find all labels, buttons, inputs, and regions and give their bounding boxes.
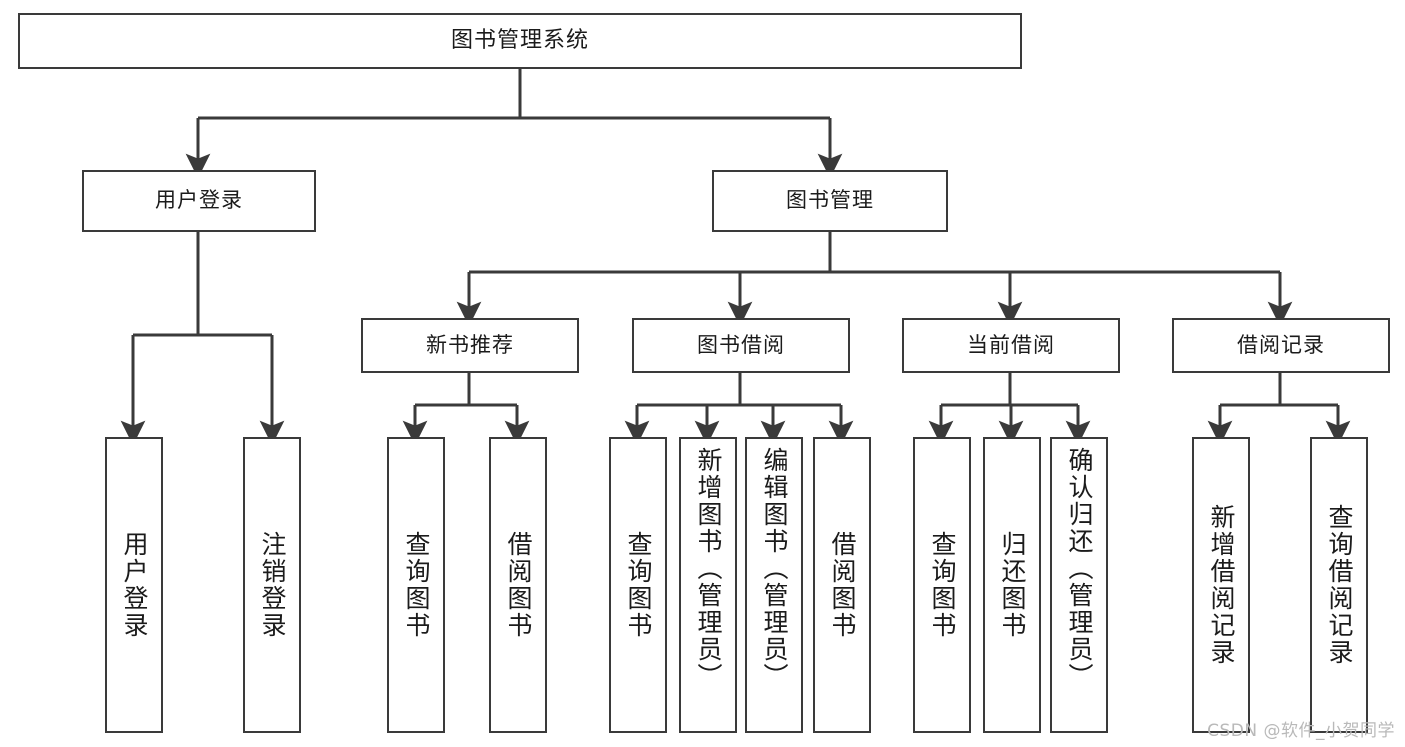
node-borrow-record-label: 借阅记录: [1237, 332, 1325, 357]
node-leaf-confirm-return-admin-label: 确认归还（管理员）: [1065, 447, 1094, 690]
node-leaf-return-book[interactable]: 归还图书: [983, 437, 1041, 733]
node-leaf-logout-login-label: 注销登录: [258, 531, 287, 639]
node-leaf-query-book-current[interactable]: 查询图书: [913, 437, 971, 733]
node-root-label: 图书管理系统: [450, 27, 589, 53]
node-leaf-query-borrow-record-label: 查询借阅记录: [1325, 504, 1354, 666]
watermark: CSDN @软件_小贺同学: [1207, 721, 1395, 741]
node-leaf-borrow-book-recommend[interactable]: 借阅图书: [489, 437, 547, 733]
node-leaf-edit-book-admin-label: 编辑图书（管理员）: [760, 447, 789, 690]
node-book-management[interactable]: 图书管理: [712, 170, 948, 232]
node-book-borrow-label: 图书借阅: [697, 332, 785, 357]
node-leaf-user-login-label: 用户登录: [120, 531, 149, 639]
node-book-management-label: 图书管理: [786, 188, 874, 213]
node-leaf-query-book-current-label: 查询图书: [928, 531, 957, 639]
node-leaf-query-borrow-record[interactable]: 查询借阅记录: [1310, 437, 1368, 733]
node-leaf-confirm-return-admin[interactable]: 确认归还（管理员）: [1050, 437, 1108, 733]
node-leaf-logout-login[interactable]: 注销登录: [243, 437, 301, 733]
node-current-borrow[interactable]: 当前借阅: [902, 318, 1120, 373]
node-leaf-borrow-book[interactable]: 借阅图书: [813, 437, 871, 733]
node-leaf-add-book-admin[interactable]: 新增图书（管理员）: [679, 437, 737, 733]
node-leaf-add-borrow-record[interactable]: 新增借阅记录: [1192, 437, 1250, 733]
node-book-borrow[interactable]: 图书借阅: [632, 318, 850, 373]
node-leaf-edit-book-admin[interactable]: 编辑图书（管理员）: [745, 437, 803, 733]
node-borrow-record[interactable]: 借阅记录: [1172, 318, 1390, 373]
node-user-login[interactable]: 用户登录: [82, 170, 316, 232]
node-current-borrow-label: 当前借阅: [967, 332, 1055, 357]
node-leaf-query-book-recommend[interactable]: 查询图书: [387, 437, 445, 733]
node-leaf-borrow-book-label: 借阅图书: [828, 531, 857, 639]
node-leaf-add-book-admin-label: 新增图书（管理员）: [694, 447, 723, 690]
node-leaf-user-login[interactable]: 用户登录: [105, 437, 163, 733]
node-new-book-recommend[interactable]: 新书推荐: [361, 318, 579, 373]
node-leaf-query-book-borrow[interactable]: 查询图书: [609, 437, 667, 733]
node-new-book-recommend-label: 新书推荐: [426, 332, 514, 357]
node-leaf-borrow-book-recommend-label: 借阅图书: [504, 531, 533, 639]
node-leaf-query-book-borrow-label: 查询图书: [624, 531, 653, 639]
node-root[interactable]: 图书管理系统: [18, 13, 1022, 69]
node-leaf-return-book-label: 归还图书: [998, 531, 1027, 639]
node-leaf-query-book-recommend-label: 查询图书: [402, 531, 431, 639]
node-user-login-label: 用户登录: [155, 188, 243, 213]
node-leaf-add-borrow-record-label: 新增借阅记录: [1207, 504, 1236, 666]
